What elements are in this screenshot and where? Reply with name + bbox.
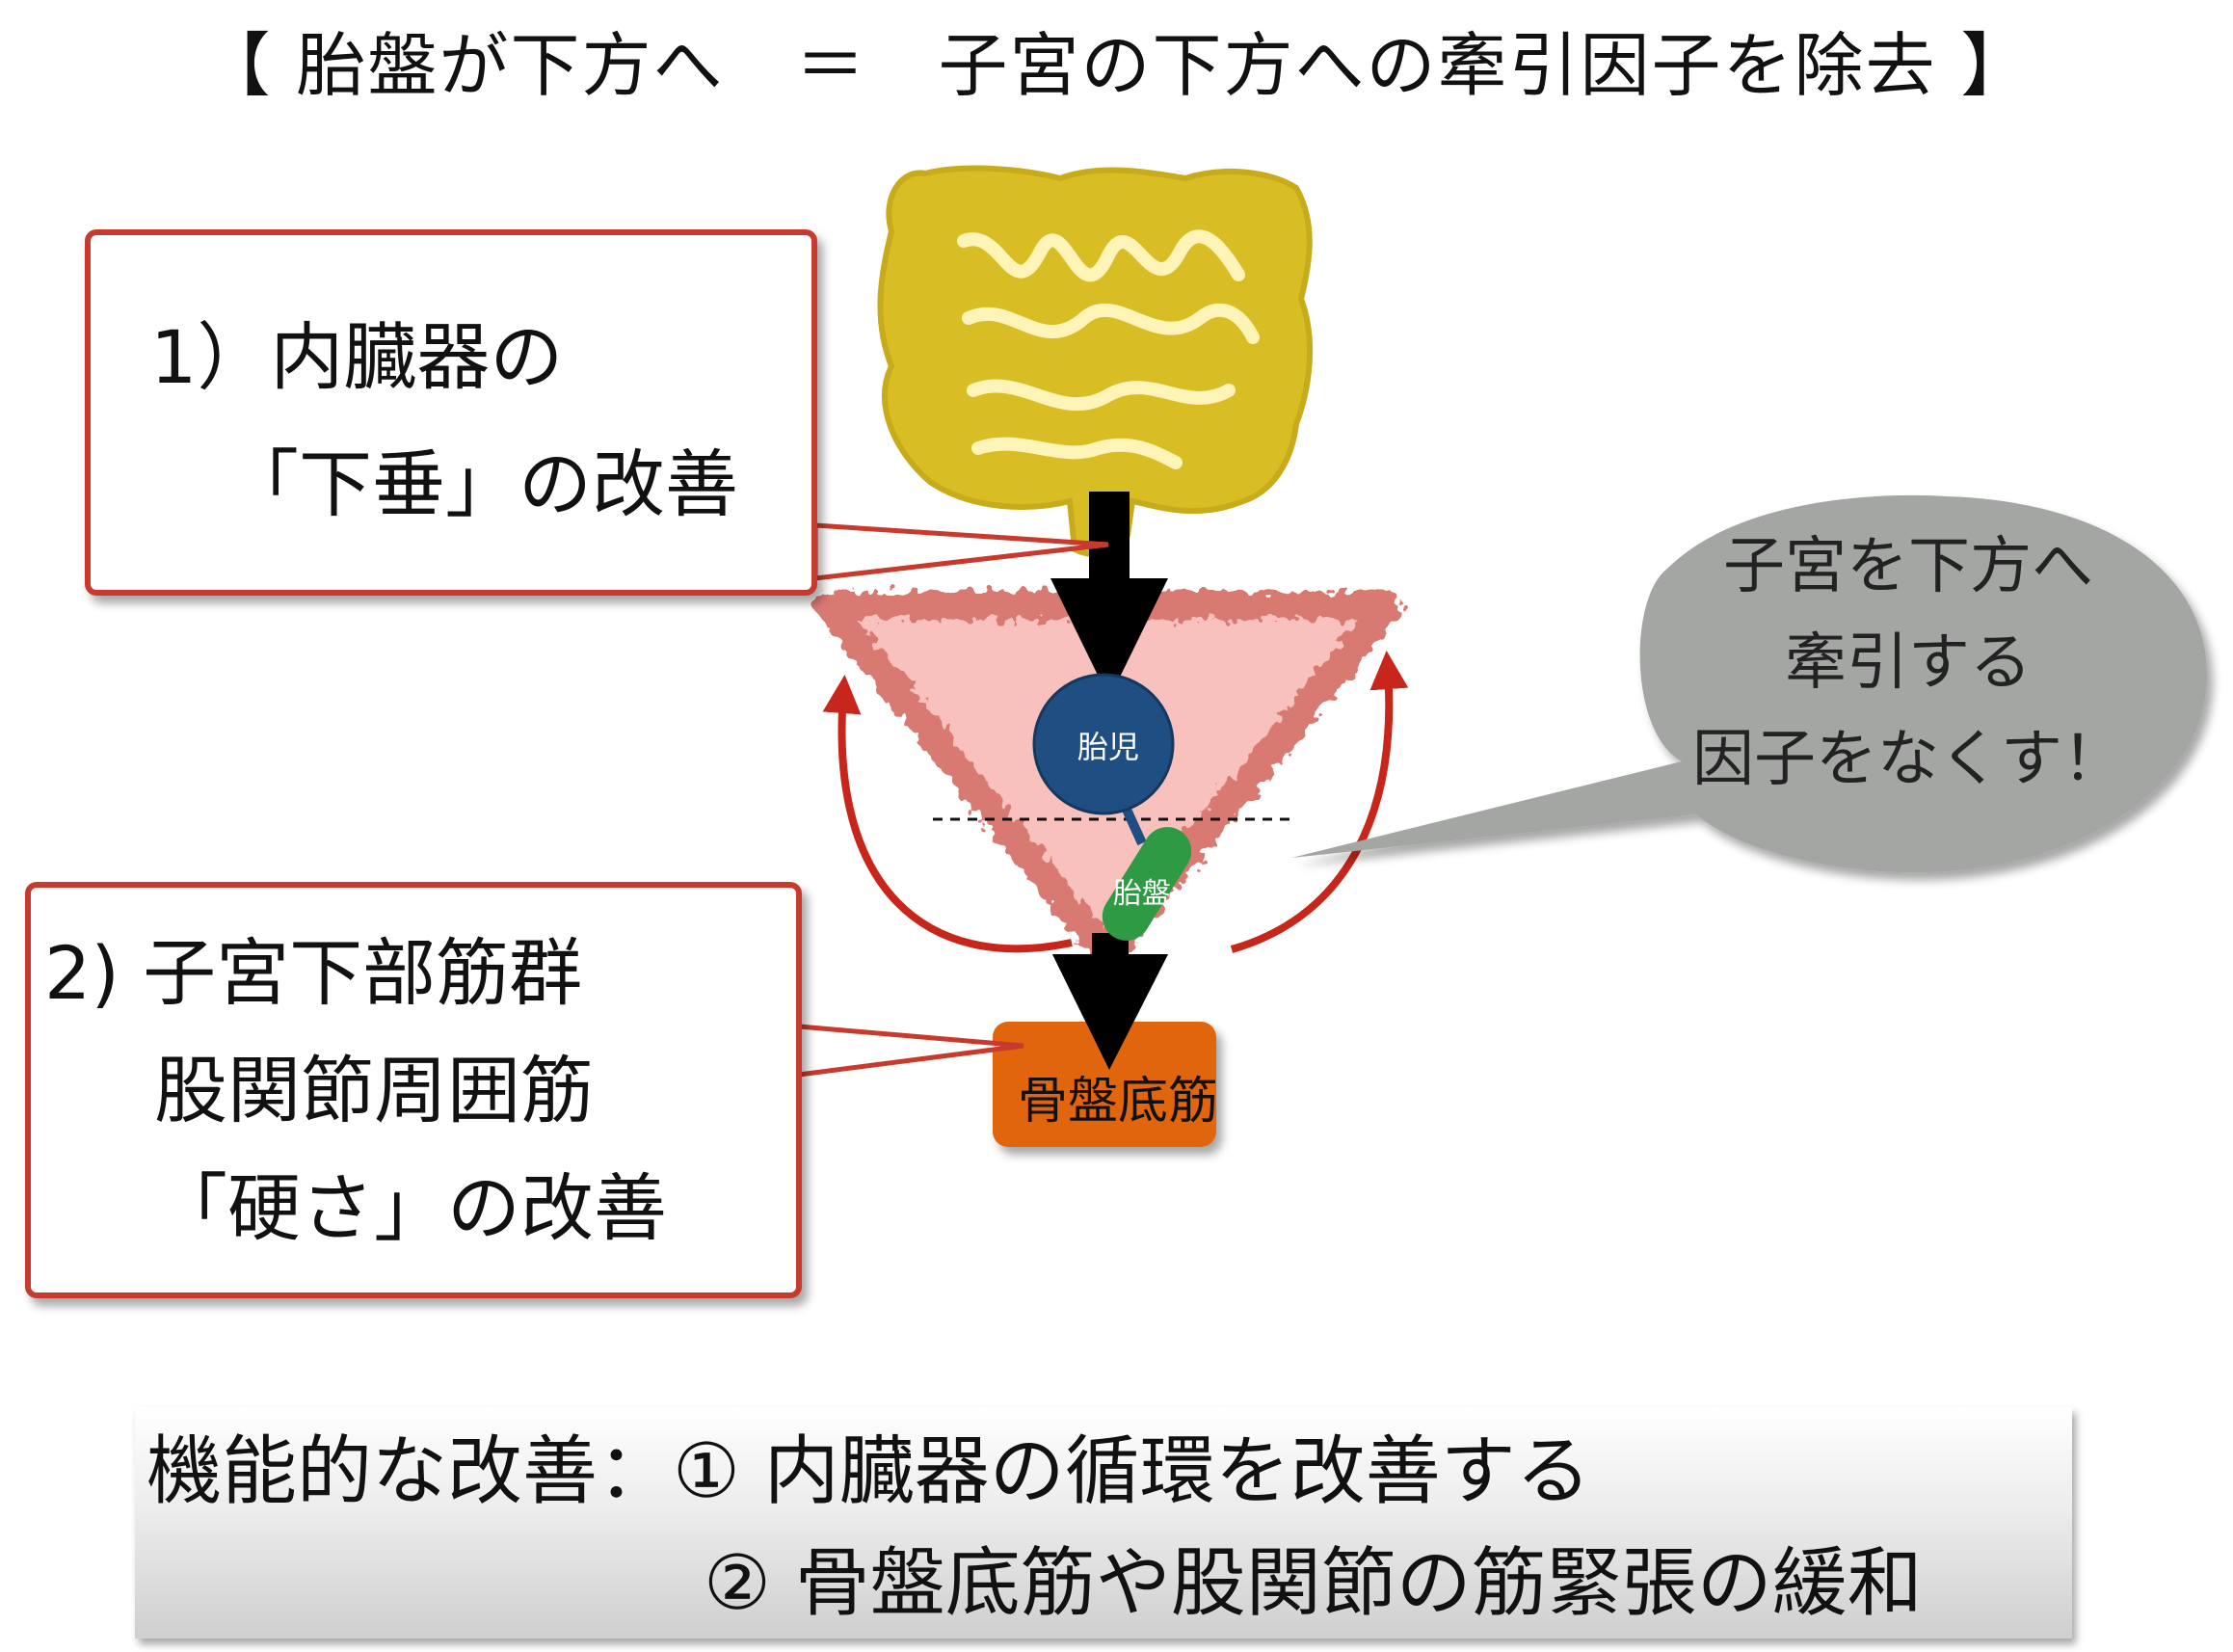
curved-arrow-left (822, 675, 1073, 953)
speech-line-1: 子宮を下方へ (1723, 531, 2093, 602)
callout-muscles: 2) 子宮下部筋群 股関節周囲筋 「硬さ」の改善 (25, 882, 802, 1298)
speech-bubble-text: 子宮を下方へ 牽引する 因子をなくす！ (1658, 519, 2159, 808)
pelvic-floor-label: 骨盤底筋 (1017, 1073, 1218, 1131)
summary-box: 機能的な改善：① 内臓器の循環を改善する ② 骨盤底筋や股関節の筋緊張の緩和 (135, 1407, 2072, 1639)
summary-line-1: 機能的な改善：① 内臓器の循環を改善する (146, 1428, 1591, 1515)
callout-muscles-line-1: 2) 子宮下部筋群 (44, 930, 583, 1016)
fetus-circle (1032, 673, 1175, 815)
speech-line-3: 因子をなくす！ (1692, 724, 2124, 795)
page-title: 【 胎盤が下方へ ＝ 子宮の下方への牽引因子を除去 】 (200, 25, 2033, 106)
downward-arrow-lower-tip (1052, 954, 1168, 1070)
callout-1-pointer (812, 522, 1109, 581)
pelvic-floor-box (993, 1022, 1216, 1147)
callout-visceral: 1）内臓器の 「下垂」の改善 (85, 229, 817, 596)
speech-bubble (1291, 494, 2207, 873)
downward-arrow-upper (1050, 492, 1168, 699)
callout-muscles-line-2: 股関節周囲筋 (154, 1048, 594, 1133)
fetus-label: 胎児 (1077, 729, 1139, 765)
placenta-shape (1102, 827, 1192, 941)
speech-line-2: 牽引する (1785, 627, 2032, 699)
callout-2-pointer (796, 1024, 1024, 1078)
callout-muscles-line-3: 「硬さ」の改善 (154, 1165, 667, 1251)
intestine-icon (877, 165, 1314, 557)
callout-visceral-line-2: 「下垂」の改善 (226, 441, 738, 527)
summary-line-2: ② 骨盤底筋や股関節の筋緊張の緩和 (704, 1540, 1923, 1627)
callout-visceral-line-1: 1）内臓器の (150, 314, 564, 400)
placenta-label: 胎盤 (1113, 877, 1171, 911)
